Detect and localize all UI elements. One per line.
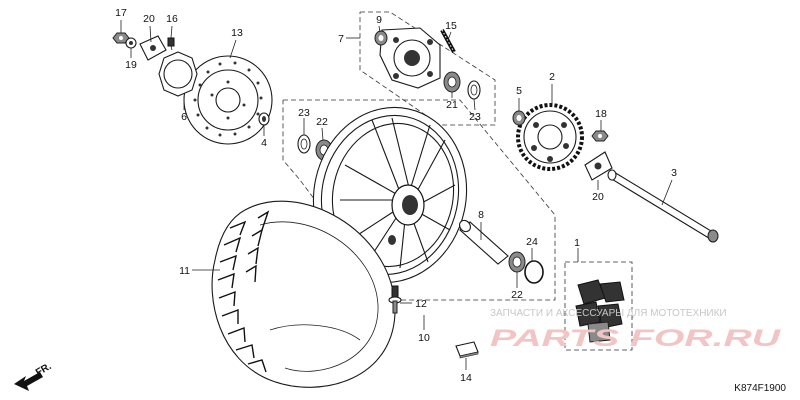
watermark-brand: PARTS FOR.RU [490, 325, 781, 352]
callout-11: 11 [179, 265, 190, 277]
axle-spacer [459, 219, 509, 265]
callout-15: 15 [445, 20, 457, 32]
callout-labels: 1 2 3 4 5 6 7 8 9 10 11 12 13 14 15 16 1… [115, 7, 677, 384]
callout-1: 1 [574, 237, 580, 249]
callout-13: 13 [231, 27, 243, 39]
washer-19 [125, 37, 137, 49]
watermark-tagline: ЗАПЧАСТИ И АКСЕССУАРЫ ДЛЯ МОТОТЕХНИКИ [490, 308, 727, 319]
callout-22-left: 22 [316, 116, 328, 128]
callout-20-top: 20 [143, 13, 155, 25]
callout-24: 24 [526, 236, 538, 248]
bearing-23-left [297, 134, 311, 154]
brake-disc [183, 55, 273, 145]
callout-23-right: 23 [469, 111, 481, 123]
wheel-assembly-outline [282, 99, 556, 301]
plate-20-top [139, 35, 167, 61]
plate-20-right [584, 151, 613, 181]
callout-7: 7 [338, 33, 344, 45]
diagram-code: K874F1900 [734, 383, 786, 394]
direction-label: FR. [34, 361, 54, 379]
callout-10: 10 [418, 332, 430, 344]
rear-axle [607, 169, 719, 243]
callout-22-right: 22 [511, 289, 523, 301]
collar-9 [374, 30, 388, 46]
callout-9: 9 [376, 14, 382, 26]
nut-17 [112, 32, 130, 44]
collar-4 [258, 112, 270, 126]
disc-gasket [158, 51, 198, 97]
callout-17: 17 [115, 7, 127, 19]
stud-15 [440, 29, 456, 53]
bolt-16 [167, 37, 175, 51]
callout-8: 8 [478, 209, 484, 221]
driven-flange [379, 27, 441, 89]
callout-2: 2 [549, 71, 555, 83]
callout-4: 4 [261, 137, 267, 149]
nut-5 [512, 110, 526, 126]
circlip-24 [524, 260, 544, 284]
arrow-icon [14, 372, 43, 391]
balance-weight [455, 341, 479, 359]
leader-lines [120, 20, 673, 370]
watermark: ЗАПЧАСТИ И АКСЕССУАРЫ ДЛЯ МОТОТЕХНИКИ PA… [490, 308, 781, 352]
rear-wheel [312, 106, 468, 284]
callout-23-left: 23 [298, 107, 310, 119]
front-direction-indicator: FR. [14, 361, 54, 391]
seal-23-right [467, 80, 481, 100]
callout-20-right: 20 [592, 191, 604, 203]
hub-assembly-outline [359, 11, 496, 126]
callout-3: 3 [671, 167, 677, 179]
callout-16: 16 [166, 13, 178, 25]
air-valve [388, 285, 402, 314]
rear-sprocket [516, 103, 584, 171]
bearing-22-right [508, 251, 526, 273]
callout-5: 5 [516, 85, 522, 97]
callout-6: 6 [181, 111, 187, 123]
damper-assembly-outline [564, 261, 633, 351]
rear-tire [211, 200, 396, 388]
callout-14: 14 [460, 372, 472, 384]
callout-19: 19 [125, 59, 137, 71]
bearing-21 [443, 71, 461, 93]
callout-21: 21 [446, 99, 458, 111]
nut-18 [591, 130, 609, 142]
callout-18: 18 [595, 108, 607, 120]
callout-12: 12 [415, 298, 427, 310]
damper-rubbers [575, 279, 625, 343]
